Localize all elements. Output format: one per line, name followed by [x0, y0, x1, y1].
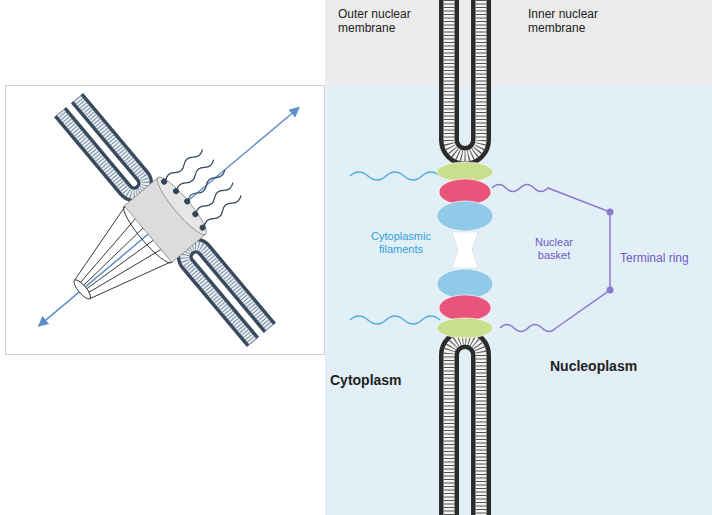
terminal-ring: [607, 209, 614, 294]
nuclear-basket: [492, 185, 610, 332]
panel-ground: [325, 86, 712, 515]
part-label: Cytoplasmic filaments: [370, 230, 432, 255]
pore-sketch: [6, 86, 324, 354]
part-label: Nuclear basket: [522, 236, 586, 261]
part-label: Terminal ring: [620, 252, 706, 266]
left-panel: [6, 86, 325, 355]
top-ground: [325, 0, 712, 86]
pore-rings: [437, 162, 493, 338]
nuclear-envelope: [449, 0, 481, 515]
part-label: Inner nuclear membrane: [528, 8, 618, 36]
part-label: Outer nuclear membrane: [338, 8, 424, 36]
cytoplasmic-filament: [350, 172, 440, 324]
part-label: Cytoplasm: [330, 372, 430, 388]
part-label: Nucleoplasm: [550, 358, 660, 374]
